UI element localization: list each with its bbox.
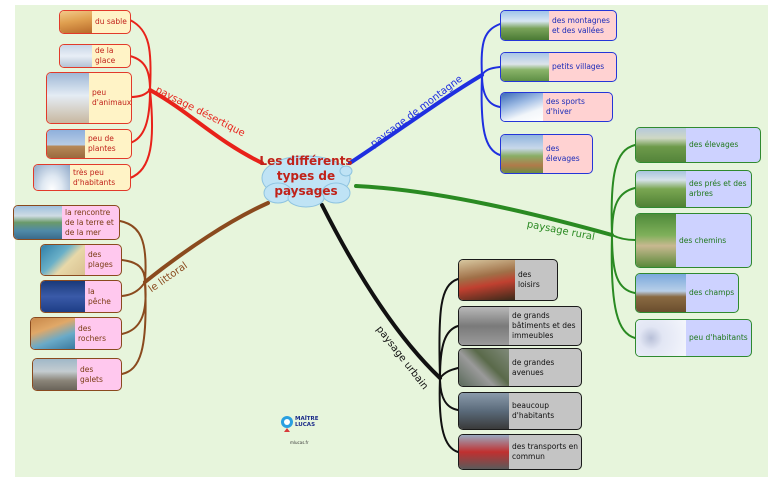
rural-card-pres: des prés et des arbres <box>635 170 752 208</box>
rural-item-label: des prés et des arbres <box>689 179 747 198</box>
coast-card-rencontre: la rencontre de la terre et de la mer <box>13 205 120 240</box>
cloud-shape <box>261 155 353 208</box>
desert-item-label: de la glace <box>95 46 116 65</box>
desert-item-label: du sable <box>95 17 127 26</box>
desert-card-sable: du sable <box>59 10 131 34</box>
desert-item-label: très peu d'habitants <box>73 167 116 187</box>
beach-image <box>41 245 85 275</box>
desert-item-label: peu d'animaux <box>92 88 132 107</box>
cow-image <box>501 135 543 173</box>
rural-item-label: des champs <box>689 288 735 297</box>
coast-item-label: la rencontre de la terre et de la mer <box>65 207 114 237</box>
rural-card-habitants: peu d'habitants <box>635 319 752 357</box>
desert-item-label: peu de plantes <box>88 134 116 153</box>
mountain-item-label: des sports d'hiver <box>546 97 585 116</box>
desert-card-animaux: peu d'animaux <box>46 72 132 124</box>
desert-card-glace: de la glace <box>59 44 131 68</box>
author-logo: MAÎTRE LUCAS mlucas.fr <box>280 414 324 448</box>
logo-mark <box>281 416 293 432</box>
rural-item-label: peu d'habitants <box>689 333 748 342</box>
sand-dunes-image <box>60 11 92 33</box>
mountain-card-sports: des sports d'hiver <box>500 92 613 122</box>
coast-card-rochers: des rochers <box>30 317 122 350</box>
ice-image <box>60 45 92 67</box>
buildings-image <box>459 307 509 345</box>
mountain-village-image <box>501 53 549 81</box>
leisure-image <box>459 260 515 300</box>
desert-card-habitants: très peu d'habitants <box>33 164 131 191</box>
central-topic: Les différents types de paysages <box>258 151 354 209</box>
desert-main-branch <box>148 88 264 165</box>
urban-item-label: de grands bâtiments et des immeubles <box>512 311 576 340</box>
urban-card-avenues: de grandes avenues <box>458 348 582 387</box>
urban-item-label: des loisirs <box>518 270 540 289</box>
logo-url: mlucas.fr <box>290 440 309 445</box>
field-image <box>636 274 686 312</box>
mountain-valley-image <box>501 11 549 40</box>
coast-item-label: des plages <box>88 250 113 269</box>
tram-image <box>459 435 509 469</box>
meadow-image <box>636 171 686 207</box>
rural-card-elevages: des élevages <box>635 127 761 163</box>
pebbles-image <box>33 359 77 390</box>
coast-item-label: des galets <box>80 364 103 384</box>
igloo-image <box>34 165 70 190</box>
crowded-street-image <box>459 393 509 429</box>
skier-image <box>501 93 543 121</box>
rural-item-label: des élevages <box>689 140 739 149</box>
sheep-pasture-image <box>636 128 686 162</box>
urban-item-label: beaucoup d'habitants <box>512 401 555 420</box>
polar-landscape-image <box>47 73 89 123</box>
mountain-card-villages: petits villages <box>500 52 617 82</box>
rocks-image <box>31 318 75 349</box>
coast-item-label: des rochers <box>78 323 106 343</box>
desert-card-plantes: peu de plantes <box>46 129 132 159</box>
rural-card-champs: des champs <box>635 273 739 313</box>
logo-name: MAÎTRE LUCAS <box>295 416 319 428</box>
fishing-boat-image <box>41 281 85 312</box>
arid-plain-image <box>47 130 85 158</box>
coast-main-branch <box>143 201 270 284</box>
coast-card-galets: des galets <box>32 358 122 391</box>
coast-card-plages: des plages <box>40 244 122 276</box>
urban-card-loisirs: des loisirs <box>458 259 558 301</box>
rural-item-label: des chemins <box>679 235 727 245</box>
people-drawing-image <box>636 320 686 356</box>
coast-item-label: la pêche <box>88 286 111 306</box>
mountain-item-label: des élevages <box>546 144 580 163</box>
urban-card-habitants: beaucoup d'habitants <box>458 392 582 430</box>
central-title: Les différents types de paysages <box>259 154 353 198</box>
mountain-item-label: petits villages <box>552 62 605 71</box>
mountain-main-branch <box>348 73 484 165</box>
coastline-image <box>14 206 62 239</box>
urban-card-transports: des transports en commun <box>458 434 582 470</box>
mountain-card-vallees: des montagnes et des vallées <box>500 10 617 41</box>
urban-main-branch <box>320 203 442 380</box>
mountain-item-label: des montagnes et des vallées <box>552 15 610 35</box>
country-path-image <box>636 214 676 267</box>
coast-card-peche: la pêche <box>40 280 122 313</box>
urban-item-label: de grandes avenues <box>512 357 555 377</box>
avenue-image <box>459 349 509 386</box>
rural-card-chemins: des chemins <box>635 213 752 268</box>
mountain-card-elevages: des élevages <box>500 134 593 174</box>
rural-main-branch <box>354 184 614 237</box>
urban-card-batiments: de grands bâtiments et des immeubles <box>458 306 582 346</box>
urban-item-label: des transports en commun <box>512 442 578 461</box>
